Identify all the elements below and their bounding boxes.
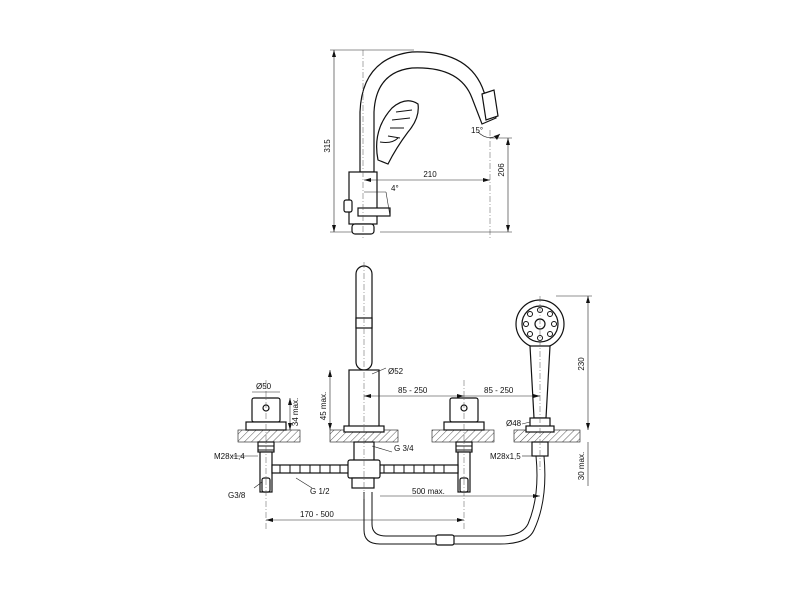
valve-spacing-label: 170 - 500 [300, 510, 334, 519]
deck-hatch-mid [431, 429, 495, 443]
shower-height-label: 230 [577, 357, 586, 371]
spout-deck-height-label: 45 max. [319, 392, 328, 420]
thread-main-label: G 3/4 [394, 444, 414, 453]
spacing-left-label: 85 - 250 [398, 386, 428, 395]
deck-thickness-label: 30 max. [577, 452, 586, 480]
body-diameter-label: Ø52 [388, 367, 404, 376]
spacing-right-label: 85 - 250 [484, 386, 514, 395]
spout-height-label: 206 [497, 163, 506, 177]
hand-shower-head [376, 100, 419, 165]
hose-right [373, 464, 459, 474]
side-view: 315 210 206 15° 4° [323, 49, 512, 238]
thread-right-label: M28x1,5 [490, 452, 521, 461]
knob-diameter-label: Ø50 [256, 382, 272, 391]
left-valve [245, 397, 287, 493]
hose-left [271, 464, 355, 474]
height-total-label: 315 [323, 139, 332, 153]
front-view: Ø52 85 - 250 85 - 250 Ø50 34 max. 45 max… [214, 262, 592, 546]
deck-hatch-left [237, 429, 301, 443]
spout-reach-label: 210 [423, 170, 437, 179]
shower-hose [363, 455, 546, 545]
middle-valve [443, 397, 485, 493]
knob-height-label: 34 max. [291, 398, 300, 426]
mixer-lever [343, 199, 353, 213]
thread-left-label: M28x1,4 [214, 452, 245, 461]
hose-length-label: 500 max. [412, 487, 445, 496]
shower-hose-inner [371, 455, 538, 537]
lever-angle-label: 4° [391, 184, 399, 193]
spout-angle-label: 15° [471, 126, 483, 135]
spout-gooseneck [359, 51, 497, 173]
spout-outlet [481, 89, 499, 121]
inlet-main-label: G 1/2 [310, 487, 330, 496]
shower-holder-diameter-label: Ø48 [506, 419, 522, 428]
inlet-small-label: G3/8 [228, 491, 246, 500]
